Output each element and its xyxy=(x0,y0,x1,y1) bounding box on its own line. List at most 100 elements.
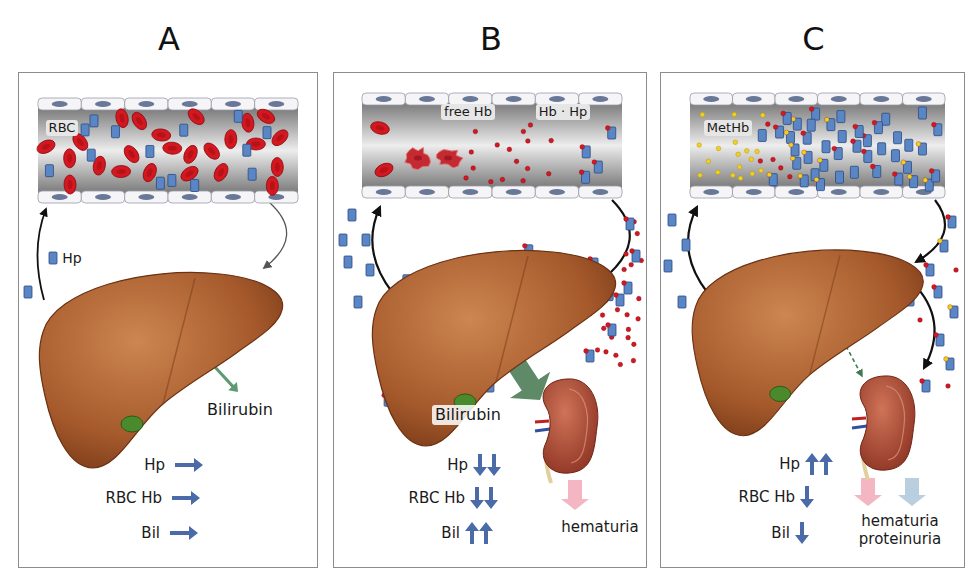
red-blood-cell xyxy=(271,157,283,176)
haptoglobin xyxy=(836,171,844,183)
hb-hp-complex xyxy=(798,174,808,187)
hemoglobin-dot xyxy=(737,165,742,170)
red-blood-cell xyxy=(129,110,149,132)
haptoglobin xyxy=(49,252,57,264)
hb-hp-complex xyxy=(851,139,861,152)
haptoglobin xyxy=(894,132,902,144)
panel-a-art xyxy=(24,203,287,540)
blood-vessel xyxy=(690,93,945,198)
red-blood-cell xyxy=(275,162,280,171)
endothelial-cell xyxy=(860,186,903,198)
hb-hp-complex xyxy=(924,263,929,268)
trend-arrow xyxy=(465,522,479,544)
haptoglobin xyxy=(49,252,57,264)
ruptured-cell xyxy=(405,148,431,170)
panel-letter: C xyxy=(802,19,824,59)
haptoglobin xyxy=(24,286,32,298)
hb-hp-complex xyxy=(946,215,951,220)
red-blood-cell xyxy=(64,175,77,194)
hb-hp-complex xyxy=(784,130,789,135)
red-blood-cell xyxy=(35,137,57,156)
red-blood-cell xyxy=(211,161,230,183)
hb-hp-complex xyxy=(851,139,856,144)
haptoglobin xyxy=(354,296,362,308)
red-blood-cell xyxy=(184,169,194,178)
hemoglobin-dot xyxy=(771,157,776,162)
haptoglobin xyxy=(678,296,686,308)
hemoglobin-dot xyxy=(614,353,619,358)
hemoglobin-dot xyxy=(489,179,494,184)
endothelial-cell xyxy=(818,93,861,105)
hb-hp-complex xyxy=(630,249,640,262)
hb-hp-complex xyxy=(948,305,958,318)
hemoglobin-dot xyxy=(625,312,630,317)
vessel-contents xyxy=(369,120,615,184)
haptoglobin xyxy=(668,214,676,226)
haptoglobin xyxy=(822,141,830,153)
endothelial-cell xyxy=(733,186,776,198)
kidney xyxy=(569,389,587,463)
hb-hp-complex xyxy=(622,281,627,286)
endothelial-cell xyxy=(579,93,622,105)
hemoglobin-dot xyxy=(631,358,636,363)
hemoglobin-dot xyxy=(716,146,721,151)
ruptured-cell xyxy=(444,156,452,161)
endothelial-cell xyxy=(449,93,492,105)
haptoglobin xyxy=(682,239,690,251)
trend-arrow xyxy=(175,458,203,472)
hb-hp-complex xyxy=(853,124,863,137)
red-blood-cell xyxy=(373,161,395,180)
hb-hp-complex xyxy=(853,124,858,129)
hb-hp-complex xyxy=(825,117,835,130)
haptoglobin xyxy=(891,150,899,162)
hb-hp-complex xyxy=(789,143,794,148)
endothelial-cell xyxy=(405,93,448,105)
cell-nucleus xyxy=(549,189,565,195)
endothelial-cell xyxy=(81,191,124,203)
hb-hp-complex xyxy=(791,117,796,122)
hemoglobin-dot xyxy=(732,112,737,117)
endothelial-cell xyxy=(405,186,448,198)
hemoglobin-dot xyxy=(766,122,771,127)
hb-hp-complex xyxy=(605,126,615,139)
hemoglobin-dot xyxy=(600,313,605,318)
summary-label: Bil xyxy=(441,524,460,542)
haptoglobin xyxy=(850,166,858,178)
red-blood-cell xyxy=(119,113,126,123)
haptoglobin xyxy=(191,180,199,192)
red-blood-cell xyxy=(151,128,171,142)
molecule-label: free Hb xyxy=(441,104,495,120)
haptoglobin xyxy=(366,264,374,276)
trend-arrow xyxy=(479,522,493,544)
hb-hp-complex xyxy=(932,285,937,290)
hb-hp-complex xyxy=(801,131,806,136)
haptoglobin xyxy=(905,139,913,151)
proteinuria-arrow xyxy=(898,478,926,506)
endothelial-cell xyxy=(38,191,81,203)
cell-nucleus xyxy=(916,96,932,102)
hemoglobin-dot xyxy=(626,327,631,332)
hemoglobin-dot xyxy=(778,166,783,171)
hb-hp-complex xyxy=(624,217,634,230)
red-blood-cell xyxy=(261,112,271,121)
kidney xyxy=(886,386,904,460)
panel-letter: B xyxy=(480,19,502,59)
haptoglobin xyxy=(156,177,164,189)
haptoglobin xyxy=(758,129,766,141)
hb-hp-complex xyxy=(907,174,917,187)
product-label: Bilirubin xyxy=(207,400,273,419)
hb-hp-complex xyxy=(892,172,902,185)
cell-nucleus xyxy=(419,96,435,102)
red-blood-cell xyxy=(369,120,390,137)
hb-hp-complex xyxy=(916,142,921,147)
haptoglobin xyxy=(248,168,256,180)
hb-hp-complex xyxy=(522,243,527,248)
haptoglobin xyxy=(45,165,53,177)
hb-hp-complex xyxy=(784,130,794,143)
hemoglobin-dot xyxy=(637,296,642,301)
hb-hp-complex xyxy=(781,111,786,116)
hemoglobin-dot xyxy=(946,384,951,389)
endothelial-cell xyxy=(449,186,492,198)
hemoglobin-dot xyxy=(521,178,526,183)
red-blood-cell xyxy=(228,135,233,144)
